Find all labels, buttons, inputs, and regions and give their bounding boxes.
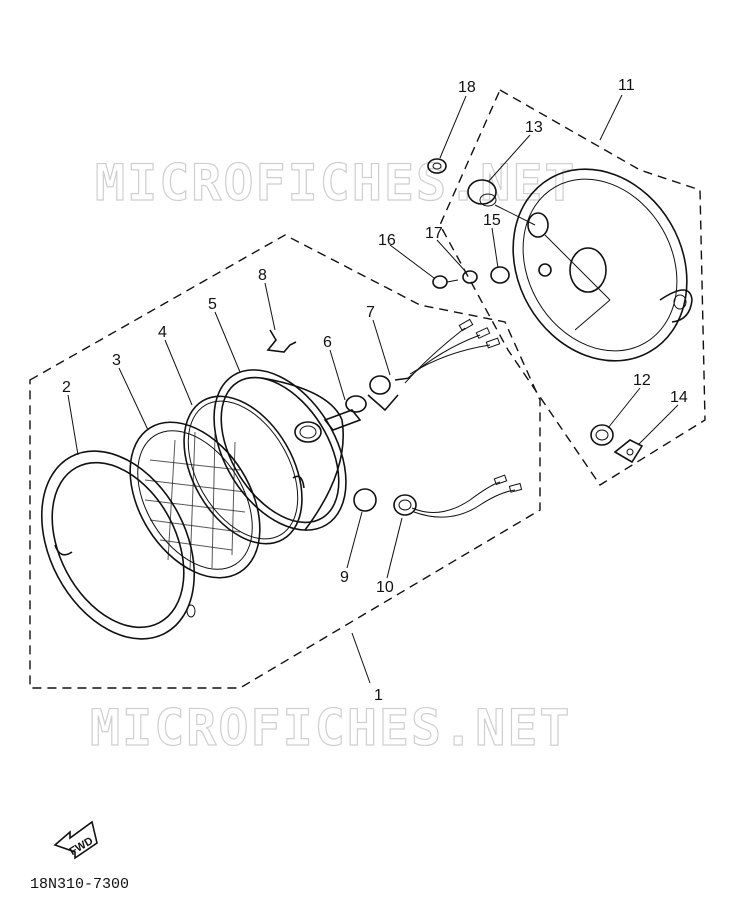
part-18-washer-plate: [427, 158, 447, 174]
callout-13: 13: [525, 119, 543, 136]
part-3-lens: [129, 421, 261, 579]
part-10-small-socket: [393, 474, 523, 518]
part-11-body-shell: [512, 168, 693, 362]
callout-1: 1: [374, 687, 383, 704]
part-7-socket-cord: [367, 318, 501, 412]
callout-11: 11: [618, 77, 635, 94]
callout-12: 12: [633, 372, 651, 389]
watermark-bottom: MICROFICHES.NET: [90, 699, 572, 757]
assembly-1-outline: [29, 234, 541, 689]
part-14-collar: [613, 439, 644, 464]
callout-15: 15: [483, 212, 501, 229]
callout-2: 2: [62, 379, 71, 396]
callout-9: 9: [340, 569, 349, 586]
leader-lines: [67, 94, 679, 684]
part-2-rim: [40, 450, 196, 640]
callout-6: 6: [323, 334, 332, 351]
callout-8: 8: [258, 267, 267, 284]
part-13-grommet-large: [467, 179, 536, 226]
part-6-bulb: [323, 395, 367, 431]
part-4-seal-ring: [183, 395, 303, 545]
part-8-spring-clip: [266, 329, 297, 353]
callout-5: 5: [208, 296, 217, 313]
part-9-small-bulb: [353, 488, 377, 512]
callout-16: 16: [378, 232, 396, 249]
callout-14: 14: [670, 389, 688, 406]
callout-10: 10: [376, 579, 394, 596]
callout-18: 18: [458, 79, 476, 96]
part-17-washer: [462, 270, 478, 284]
part-12-grommet: [590, 424, 614, 446]
callout-4: 4: [158, 324, 167, 341]
part-15-nut: [490, 266, 510, 284]
part-code: 18N310-7300: [30, 876, 129, 893]
callout-7: 7: [366, 304, 375, 321]
callout-17: 17: [425, 225, 443, 242]
fwd-arrow-icon: FWD: [53, 820, 98, 860]
part-5-reflector: [213, 369, 347, 531]
watermark-top: MICROFICHES.NET: [95, 154, 577, 212]
callout-3: 3: [112, 352, 121, 369]
part-16-screw: [432, 275, 459, 289]
assembly-11-outline: [439, 89, 706, 486]
